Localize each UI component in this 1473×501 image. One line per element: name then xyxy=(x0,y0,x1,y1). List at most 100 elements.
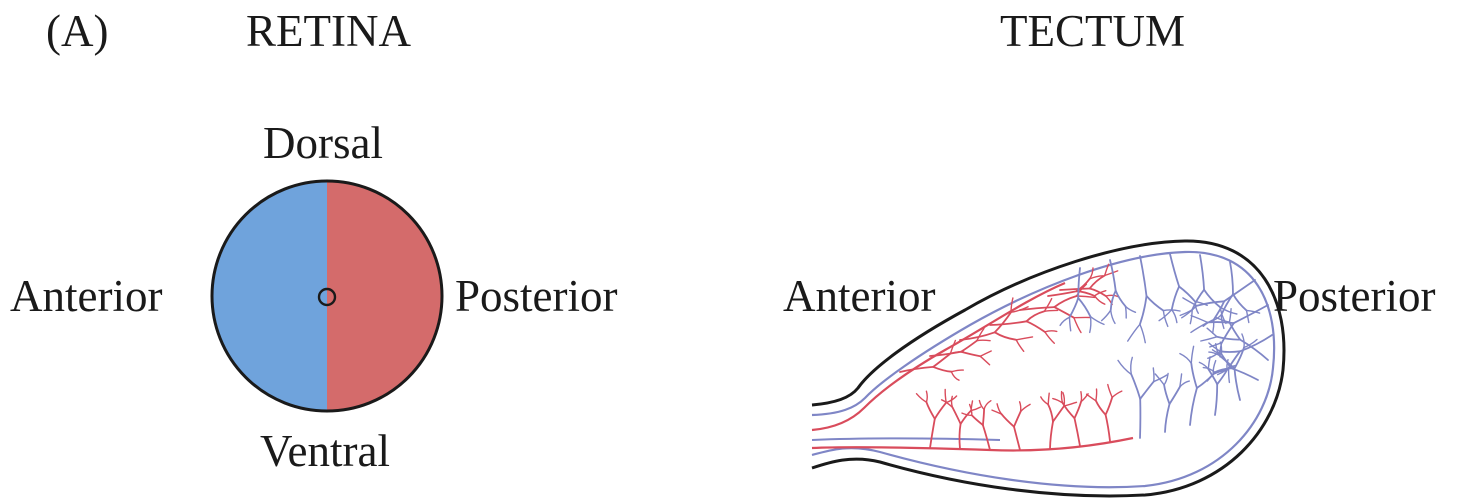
axon-branch xyxy=(959,424,960,449)
axon-branch xyxy=(1180,354,1191,364)
axon-branch xyxy=(1170,254,1179,287)
axon-branch xyxy=(1077,296,1095,297)
axon-branch xyxy=(1102,310,1111,320)
tectum-axon-branches xyxy=(900,254,1272,450)
axon-branch xyxy=(1095,296,1105,304)
axon-branch xyxy=(1111,291,1116,311)
axon-branch xyxy=(1191,322,1208,332)
axon-branch xyxy=(1140,324,1145,342)
axon-branch xyxy=(1096,389,1097,401)
tectum-title: TECTUM xyxy=(1000,6,1185,56)
tectum-posterior-label: Posterior xyxy=(1273,271,1436,321)
axon-branch xyxy=(951,372,959,381)
axon-branch xyxy=(1118,360,1131,374)
axon-branch xyxy=(977,340,990,341)
axon-branch xyxy=(1002,414,1015,427)
axon-branch xyxy=(1054,296,1076,307)
axon-branch xyxy=(1075,402,1082,419)
axon-branch xyxy=(1112,391,1122,397)
axon-branch xyxy=(1128,324,1140,341)
axon-branch xyxy=(951,370,963,372)
axon-branch xyxy=(1220,351,1240,352)
axon-branch xyxy=(1140,296,1147,324)
axon-branch xyxy=(980,356,989,365)
axon-branch xyxy=(1090,317,1091,333)
axon-branch xyxy=(1235,368,1241,400)
axon-branch xyxy=(1075,418,1081,446)
axon-branch xyxy=(951,396,952,407)
axon-branch xyxy=(930,419,935,448)
axon-branch xyxy=(1108,385,1112,398)
axon-branch xyxy=(972,415,983,425)
axon-branch xyxy=(933,367,951,372)
axon-branch xyxy=(961,341,977,352)
retina-anterior-label: Anterior xyxy=(10,271,162,321)
retina-ventral-label: Ventral xyxy=(260,426,390,476)
axon-branch xyxy=(1027,311,1045,321)
tectum-anterior-label: Anterior xyxy=(783,271,935,321)
axon-branch xyxy=(1229,368,1230,382)
axon-branch xyxy=(1045,331,1057,332)
axon-branch xyxy=(1191,363,1197,388)
axon-branch xyxy=(1116,291,1126,307)
axon-branch xyxy=(1140,256,1147,296)
axon-branch xyxy=(1179,287,1195,302)
axon-branch xyxy=(1182,306,1197,318)
axon-branch xyxy=(983,425,990,450)
axon-branch xyxy=(995,332,1017,340)
axon-branch xyxy=(1229,309,1231,322)
axon-branch xyxy=(1191,316,1207,323)
axon-branch xyxy=(1217,337,1240,340)
axon-branch xyxy=(926,391,927,402)
axon-branch xyxy=(1172,287,1179,310)
axon-branch xyxy=(1016,337,1032,340)
axon-branch xyxy=(1155,374,1164,385)
axon-branch xyxy=(1233,294,1247,310)
axon-branch xyxy=(930,352,961,356)
axon-branch xyxy=(1201,337,1217,341)
axon-branch xyxy=(983,409,984,425)
retina-dorsal-label: Dorsal xyxy=(263,118,383,168)
axon-branch xyxy=(1050,422,1053,449)
axon-branch xyxy=(1215,384,1217,415)
axon-branch xyxy=(1106,397,1113,414)
axon-branch xyxy=(961,352,980,357)
axon-branch xyxy=(1200,255,1204,290)
axon-branch xyxy=(1190,388,1197,425)
axon-branch xyxy=(962,413,972,415)
axon-branch xyxy=(1060,289,1090,291)
axon-branch xyxy=(1027,321,1045,332)
retina-anterior-half xyxy=(212,181,327,411)
axon-branch xyxy=(1045,332,1055,343)
axon-branch xyxy=(1041,397,1048,405)
panel-label: (A) xyxy=(46,6,108,56)
axon-branch xyxy=(1020,402,1021,412)
axon-branch xyxy=(1044,299,1051,312)
axon-branch xyxy=(1207,328,1217,337)
axon-branch xyxy=(1163,311,1167,327)
axon-branch xyxy=(1229,322,1240,340)
axon-branch xyxy=(1016,340,1023,352)
axon-branch xyxy=(1131,374,1140,399)
axon-branch xyxy=(1078,268,1080,298)
axon-branch xyxy=(1064,402,1077,406)
retina-title: RETINA xyxy=(246,6,411,56)
axon-branch xyxy=(945,389,946,402)
axon-branch xyxy=(1106,415,1110,441)
axon-branch xyxy=(1014,427,1020,450)
axon-branch xyxy=(935,403,946,419)
axon-branch xyxy=(1140,382,1154,399)
axon-branch xyxy=(1230,262,1233,294)
axon-branch xyxy=(917,394,927,402)
axon-branch xyxy=(1060,317,1069,325)
axon-branch xyxy=(1106,295,1118,296)
posterior-axon-tract-inner xyxy=(812,439,1000,441)
axon-branch xyxy=(984,401,991,410)
axon-branch xyxy=(1074,318,1081,333)
axon-branch xyxy=(1044,310,1057,311)
axon-branch xyxy=(1172,310,1177,323)
axon-branch xyxy=(926,402,934,419)
axon-branch xyxy=(1125,306,1135,312)
axon-branch xyxy=(1053,406,1064,422)
